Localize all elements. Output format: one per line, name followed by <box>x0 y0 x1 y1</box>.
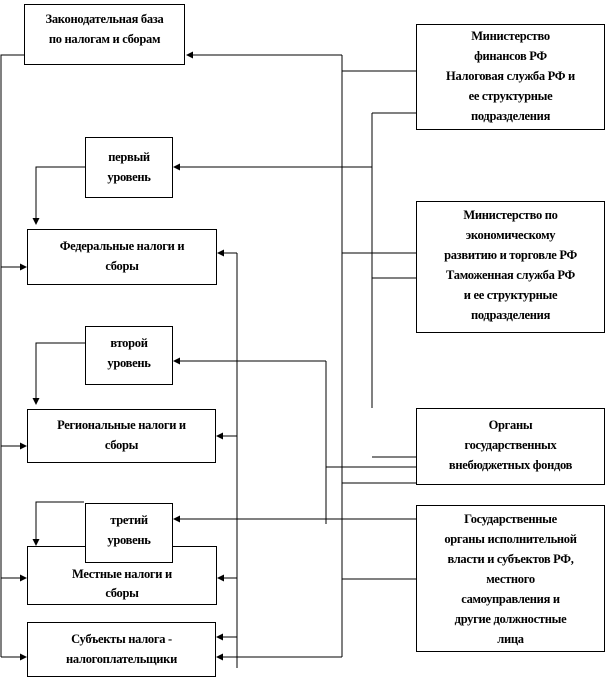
authorities-box: Государственные органы исполнительной вл… <box>416 505 605 652</box>
box-text: самоуправления и <box>461 592 560 606</box>
box-text: первый <box>108 150 150 164</box>
box-text: подразделения <box>470 308 551 322</box>
box-text: лица <box>497 632 524 646</box>
box-text: и ее структурные <box>463 288 558 302</box>
box-text: экономическому <box>465 228 556 242</box>
left-bus-line <box>0 54 24 657</box>
box-text: ее структурные <box>468 89 553 103</box>
taxpayers-box: Субъекты налога - налогоплательщики <box>27 622 216 677</box>
box-text: государственных <box>464 438 557 452</box>
box-text: третий <box>110 513 148 527</box>
level1-box: первый уровень <box>85 137 173 198</box>
law-base-box: Законодательная база по налогам и сборам <box>24 4 185 65</box>
level2-box: второй уровень <box>85 326 173 385</box>
minfin-box: Министерство финансов РФ Налоговая служб… <box>416 24 605 130</box>
box-text: сборы <box>105 586 139 600</box>
box-text: Министерство <box>471 29 550 43</box>
box-text: сборы <box>105 259 139 273</box>
box-text: Государственные <box>464 512 557 526</box>
box-text: органы исполнительной <box>444 532 577 546</box>
box-text: налогоплательщики <box>66 652 177 666</box>
box-text: подразделения <box>470 109 551 123</box>
arrow-level3-to-local <box>32 501 84 546</box>
box-text: другие должностные <box>454 612 567 626</box>
box-text: сборы <box>104 438 139 452</box>
box-text: Федеральные налоги и <box>59 239 185 253</box>
box-text: Министерство по <box>463 208 558 222</box>
box-text: Законодательная база <box>45 12 164 26</box>
box-text: уровень <box>107 170 151 184</box>
extrabudgetary-funds-box: Органы государственных внебюджетных фонд… <box>416 408 605 485</box>
box-text: финансов РФ <box>474 49 547 63</box>
level3-box: третий уровень <box>85 503 173 563</box>
box-text: Налоговая служба РФ и <box>446 69 575 83</box>
box-text: уровень <box>107 533 151 547</box>
box-text: Региональные налоги и <box>57 418 186 432</box>
minecon-box: Министерство по экономическому развитию … <box>416 201 605 333</box>
box-text: по налогам и сборам <box>48 32 161 46</box>
arrow-level2-to-regional <box>32 342 85 405</box>
box-text: местного <box>486 572 535 586</box>
box-text: Субъекты налога - <box>71 632 172 646</box>
box-text: развитию и торговле РФ <box>444 248 577 262</box>
box-text: внебюджетных фондов <box>448 458 573 472</box>
box-text: второй <box>110 336 148 350</box>
box-text: Органы <box>488 418 533 432</box>
arrow-level1-to-federal <box>32 166 85 225</box>
federal-taxes-box: Федеральные налоги и сборы <box>27 229 217 285</box>
box-text: Местные налоги и <box>72 567 172 581</box>
box-text: власти и субъектов РФ, <box>447 552 574 566</box>
box-text: Таможенная служба РФ <box>446 268 575 282</box>
box-text: уровень <box>107 356 151 370</box>
regional-taxes-box: Региональные налоги и сборы <box>27 409 216 463</box>
